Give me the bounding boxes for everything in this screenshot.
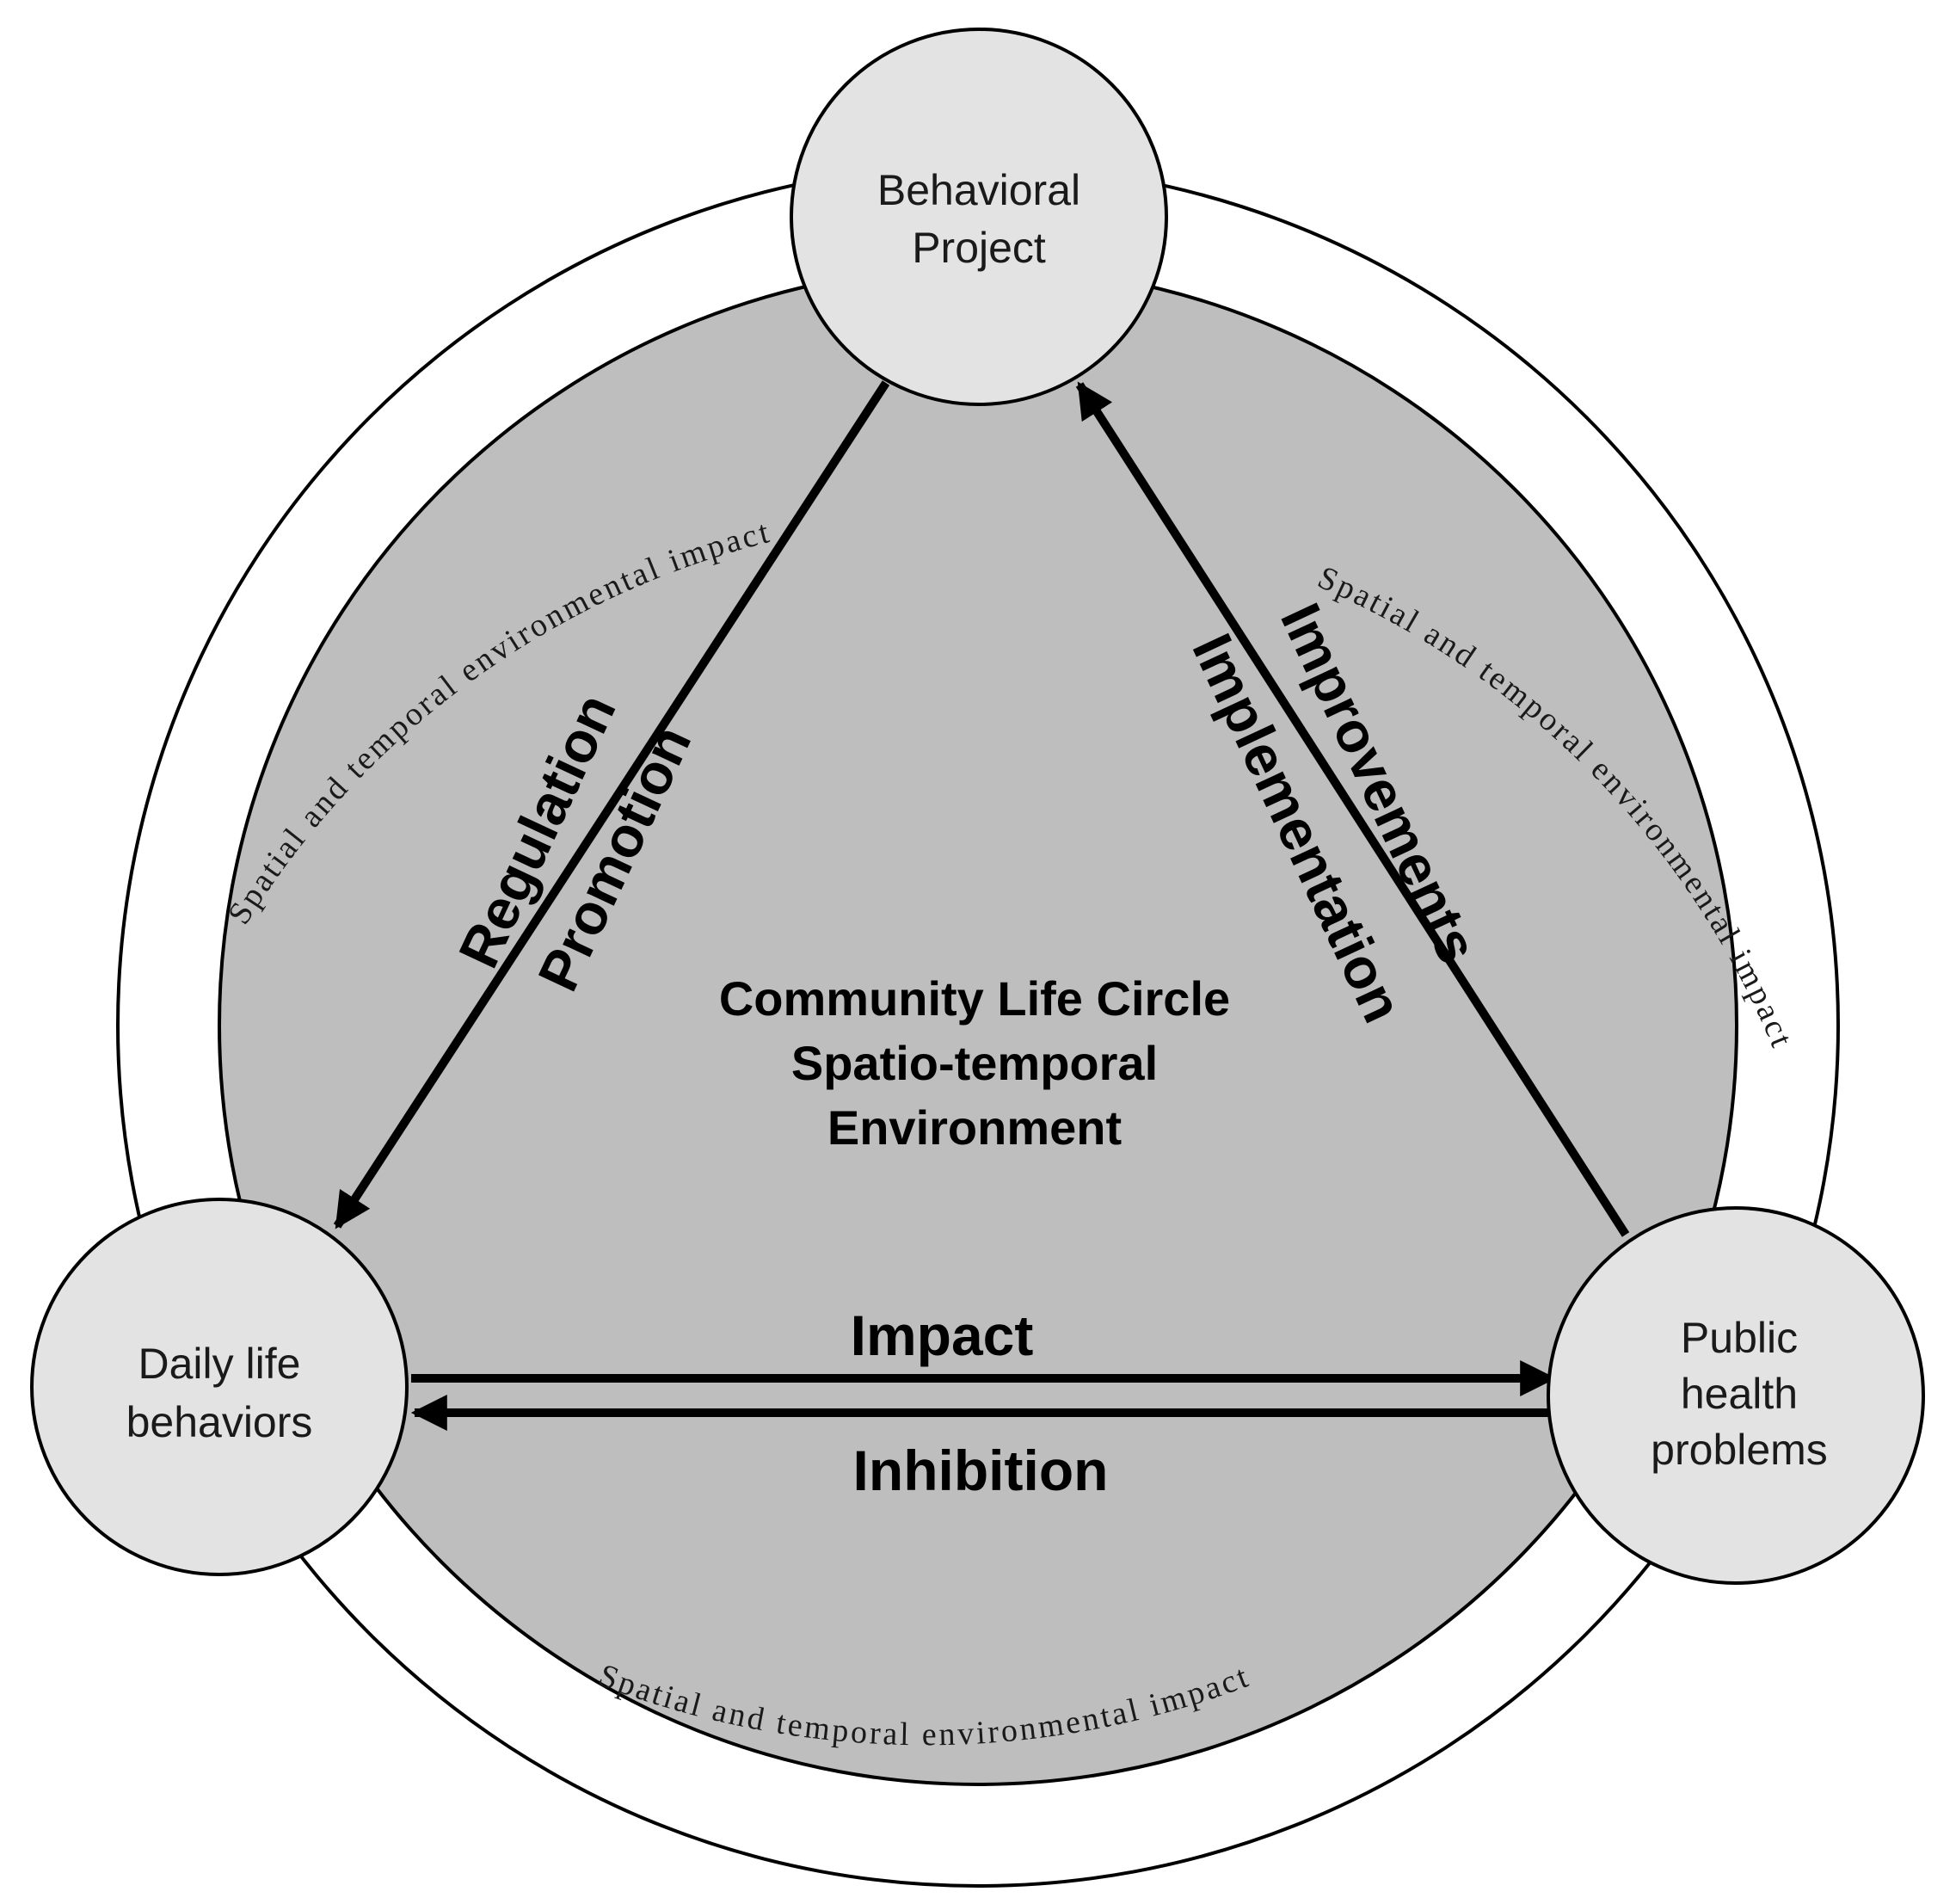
node-top-line-2: Project (912, 224, 1046, 272)
edge-label-inhibition: Inhibition (853, 1439, 1109, 1502)
arrow-regulation-promotion (333, 380, 890, 1229)
node-top-line-1: Behavioral (877, 166, 1080, 214)
node-right-line-1: Public (1681, 1314, 1798, 1362)
node-left-line-2: behaviors (126, 1398, 313, 1446)
node-right-line-2: health (1681, 1370, 1798, 1418)
node-right-line-3: problems (1651, 1426, 1828, 1474)
inner-circle (218, 265, 1738, 1786)
node-left-line-1: Daily life (138, 1340, 301, 1388)
node-behavioral-project: Behavioral Project (790, 28, 1168, 406)
center-label-line-2: Spatio-temporal (791, 1036, 1158, 1090)
node-daily-life-behaviors: Daily life behaviors (30, 1198, 409, 1576)
arrow-improvements-implementation (1075, 381, 1630, 1237)
node-public-health-problems: Public health problems (1547, 1206, 1925, 1585)
edge-label-impact: Impact (851, 1303, 1034, 1367)
center-label-line-3: Environment (827, 1100, 1122, 1155)
center-label-line-1: Community Life Circle (719, 971, 1230, 1026)
